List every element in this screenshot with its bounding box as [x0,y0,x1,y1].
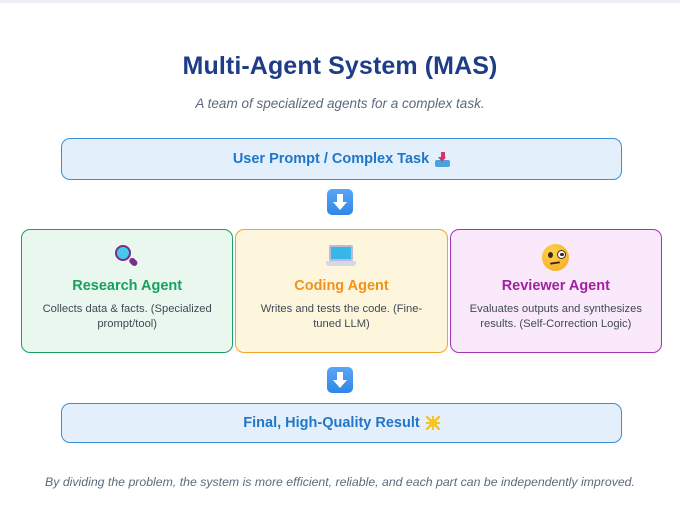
laptop-icon [326,242,357,272]
mas-diagram-page: Multi-Agent System (MAS) A team of speci… [0,3,680,528]
output-banner-label: Final, High-Quality Result [243,415,420,431]
page-subtitle: A team of specialized agents for a compl… [195,95,485,111]
down-arrow-top [0,189,680,220]
output-banner[interactable]: Final, High-Quality Result [61,403,622,443]
agent-card-coding[interactable]: Coding Agent Writes and tests the code. … [235,229,448,353]
agent-description-coding: Writes and tests the code. (Fine-tuned L… [260,302,423,331]
sun-icon [425,416,440,430]
agent-title-research: Research Agent [72,278,183,294]
agent-description-reviewer: Evaluates outputs and synthesizes result… [469,302,642,331]
agent-title-coding: Coding Agent [294,278,389,294]
input-banner-label: User Prompt / Complex Task [232,151,430,167]
down-arrow-icon [327,367,353,393]
agent-title-reviewer: Reviewer Agent [501,278,610,294]
agent-cards-row: Research Agent Collects data & facts. (S… [21,229,662,353]
page-title: Multi-Agent System (MAS) [182,52,498,80]
input-banner[interactable]: User Prompt / Complex Task [61,138,622,180]
inbox-tray-icon [435,151,451,167]
agent-card-research[interactable]: Research Agent Collects data & facts. (S… [21,229,234,353]
footer-note: By dividing the problem, the system is m… [45,475,635,489]
down-arrow-icon [327,189,353,215]
agent-card-reviewer[interactable]: Reviewer Agent Evaluates outputs and syn… [449,229,662,353]
agent-description-research: Collects data & facts. (Specialized prom… [42,302,212,331]
down-arrow-bottom [0,367,680,398]
magnifying-glass-icon [114,242,140,272]
monocle-face-icon [542,242,570,272]
top-edge-strip [0,0,680,3]
